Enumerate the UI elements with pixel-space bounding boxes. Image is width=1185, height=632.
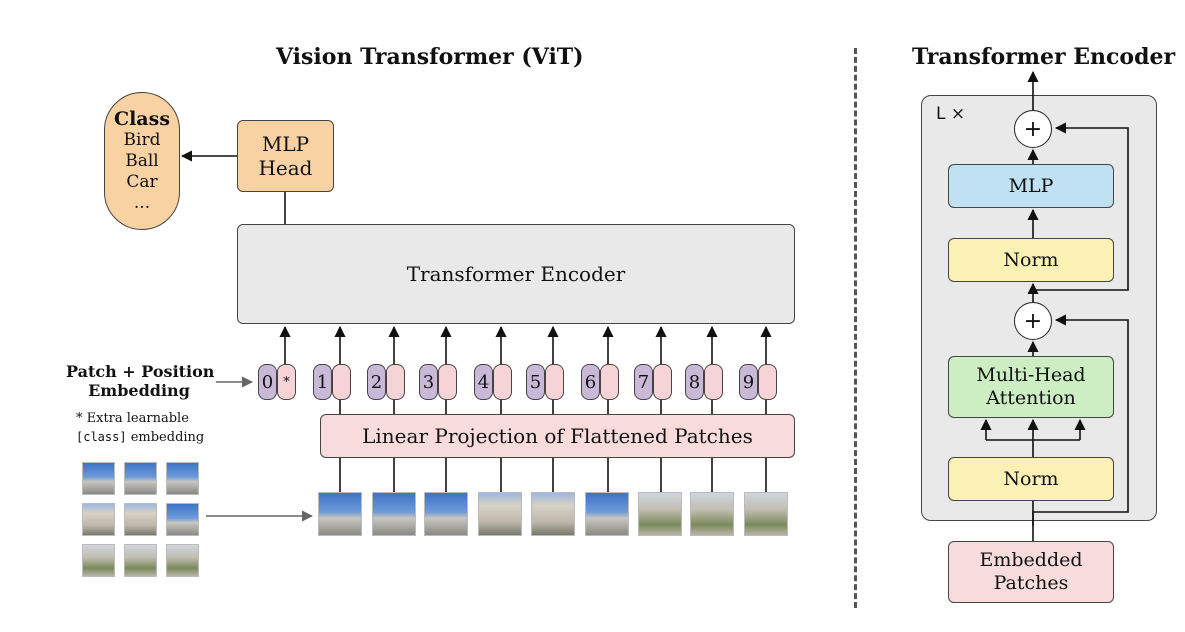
embedding-label-line1: Patch + Position [66, 362, 215, 381]
position-embedding: 0 [258, 364, 277, 400]
mlp-head-line1: MLP [261, 132, 310, 156]
patch-embedding [600, 364, 619, 400]
flattened-patch [585, 492, 629, 536]
token-0: 0 * [258, 364, 296, 400]
flattened-patch [318, 492, 362, 536]
norm-top-box: Norm [948, 238, 1114, 282]
token-1: 1 [313, 364, 351, 400]
image-grid-patch [166, 544, 199, 577]
vit-title: Vision Transformer (ViT) [276, 44, 584, 70]
position-embedding: 2 [367, 364, 386, 400]
position-embedding: 8 [685, 364, 704, 400]
class-heading: Class [113, 107, 171, 130]
class-item: Bird [123, 129, 161, 150]
token-9: 9 [739, 364, 777, 400]
position-embedding: 3 [419, 364, 438, 400]
patch-embedding [704, 364, 723, 400]
position-embedding: 1 [313, 364, 332, 400]
image-grid-patch [124, 462, 157, 495]
embedded-patches-line2: Patches [993, 572, 1069, 594]
flattened-patch [744, 492, 788, 536]
patch-embedding [332, 364, 351, 400]
transformer-encoder-label: Transformer Encoder [406, 262, 626, 286]
token-6: 6 [581, 364, 619, 400]
position-embedding: 4 [474, 364, 493, 400]
position-embedding: 5 [526, 364, 545, 400]
flattened-patch [424, 492, 468, 536]
mlp-label: MLP [1008, 175, 1054, 197]
linear-projection-label: Linear Projection of Flattened Patches [362, 424, 753, 448]
image-grid-patch [124, 544, 157, 577]
transformer-encoder-box: Transformer Encoder [237, 224, 795, 324]
plus-circle-top: + [1014, 110, 1052, 148]
multi-head-attention-box: Multi-Head Attention [948, 356, 1114, 418]
embedded-patches-line1: Embedded [979, 549, 1083, 571]
plus-circle-bottom: + [1014, 302, 1052, 340]
plus-bottom-symbol: + [1023, 308, 1043, 334]
embedding-label-line2: Embedding [88, 381, 190, 400]
position-embedding: 6 [581, 364, 600, 400]
patch-embedding [653, 364, 672, 400]
token-2: 2 [367, 364, 405, 400]
mha-line2: Attention [986, 387, 1076, 409]
image-grid-patch [124, 503, 157, 536]
position-embedding: 9 [739, 364, 758, 400]
image-grid-patch [82, 462, 115, 495]
mha-line1: Multi-Head [976, 364, 1086, 386]
token-8: 8 [685, 364, 723, 400]
patch-embedding [438, 364, 457, 400]
flattened-patch [690, 492, 734, 536]
norm-bottom-label: Norm [1003, 468, 1059, 490]
token-3: 3 [419, 364, 457, 400]
extra-note-line1: * Extra learnable [76, 411, 189, 426]
section-divider [854, 48, 857, 608]
norm-top-label: Norm [1003, 249, 1059, 271]
mlp-box: MLP [948, 164, 1114, 208]
image-grid-patch [82, 544, 115, 577]
embedding-label: Patch + Position Embedding [66, 362, 215, 400]
image-grid-patch [82, 503, 115, 536]
flattened-patch [638, 492, 682, 536]
class-item: Ball [125, 150, 159, 171]
position-embedding: 7 [634, 364, 653, 400]
patch-embedding [758, 364, 777, 400]
extra-note-line2: [class] embedding [76, 428, 204, 447]
mlp-head-box: MLP Head [237, 120, 334, 192]
flattened-patch [531, 492, 575, 536]
image-grid-patch [166, 503, 199, 536]
token-5: 5 [526, 364, 564, 400]
flattened-patch [478, 492, 522, 536]
image-grid-patch [166, 462, 199, 495]
patch-embedding [386, 364, 405, 400]
class-item: Car [126, 171, 158, 192]
extra-note-code: [class] [76, 430, 127, 444]
linear-projection-box: Linear Projection of Flattened Patches [320, 414, 795, 458]
extra-note-rest: embedding [126, 430, 205, 445]
patch-embedding [545, 364, 564, 400]
embedded-patches-box: Embedded Patches [948, 541, 1114, 603]
norm-bottom-box: Norm [948, 457, 1114, 501]
plus-top-symbol: + [1023, 116, 1043, 142]
flattened-patch [372, 492, 416, 536]
class-token: * [277, 364, 296, 400]
class-item: ... [133, 192, 151, 213]
extra-learnable-note: * Extra learnable [class] embedding [76, 410, 204, 447]
token-7: 7 [634, 364, 672, 400]
token-4: 4 [474, 364, 512, 400]
class-box: Class Bird Ball Car ... [104, 92, 180, 230]
mlp-head-line2: Head [258, 156, 313, 180]
encoder-detail-title: Transformer Encoder [912, 44, 1176, 70]
patch-embedding [493, 364, 512, 400]
repeat-label: L × [936, 104, 966, 124]
